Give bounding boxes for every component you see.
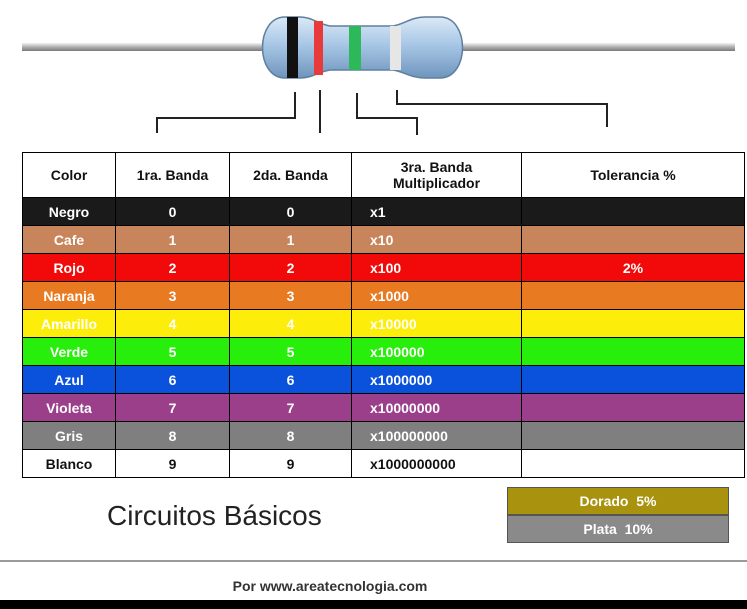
band-silver xyxy=(390,26,401,70)
cell-band1: 4 xyxy=(115,309,230,338)
cell-band2: 3 xyxy=(229,281,352,310)
cell-color: Blanco xyxy=(22,449,116,478)
header-tolerance: Tolerancia % xyxy=(521,152,745,198)
cell-color: Azul xyxy=(22,365,116,394)
cell-tolerance xyxy=(521,365,745,394)
cell-multiplier: x1000 xyxy=(351,281,522,310)
band-pointer-lines xyxy=(156,90,608,135)
cell-band1: 1 xyxy=(115,225,230,254)
cell-band2: 6 xyxy=(229,365,352,394)
cell-band1: 2 xyxy=(115,253,230,282)
cell-tolerance xyxy=(521,309,745,338)
header-color: Color xyxy=(22,152,116,198)
cell-band1: 3 xyxy=(115,281,230,310)
cell-band1: 5 xyxy=(115,337,230,366)
footer-credit: Por www.areatecnologia.com xyxy=(232,578,428,594)
header-multiplier: 3ra. Banda Multiplicador xyxy=(351,152,522,198)
cell-band1: 6 xyxy=(115,365,230,394)
cell-tolerance xyxy=(521,449,745,478)
pointer-line-band1 xyxy=(156,92,296,133)
cell-multiplier: x1000000000 xyxy=(351,449,522,478)
cell-tolerance xyxy=(521,197,745,226)
header-band1: 1ra. Banda xyxy=(115,152,230,198)
header-band3-line2: Multiplicador xyxy=(392,175,481,191)
tolerance-gold-row: Dorado 5% xyxy=(507,487,729,515)
cell-band2: 0 xyxy=(229,197,352,226)
cell-tolerance: 2% xyxy=(521,253,745,282)
pointer-line-band3 xyxy=(356,93,418,135)
cell-color: Amarillo xyxy=(22,309,116,338)
table-header-row: Color 1ra. Banda 2da. Banda 3ra. Banda M… xyxy=(22,152,745,198)
cell-tolerance xyxy=(521,393,745,422)
cell-color: Violeta xyxy=(22,393,116,422)
cell-multiplier: x1000000 xyxy=(351,365,522,394)
cell-band1: 9 xyxy=(115,449,230,478)
cell-color: Rojo xyxy=(22,253,116,282)
cell-band2: 7 xyxy=(229,393,352,422)
cell-multiplier: x100000000 xyxy=(351,421,522,450)
cell-tolerance xyxy=(521,225,745,254)
tolerance-silver-row: Plata 10% xyxy=(507,515,729,543)
divider xyxy=(0,560,747,562)
cell-multiplier: x10000 xyxy=(351,309,522,338)
cell-multiplier: x10 xyxy=(351,225,522,254)
cell-tolerance xyxy=(521,281,745,310)
cell-band1: 8 xyxy=(115,421,230,450)
resistor-illustration xyxy=(22,16,735,135)
cell-band2: 1 xyxy=(229,225,352,254)
band-green xyxy=(349,26,361,70)
cell-band1: 0 xyxy=(115,197,230,226)
cell-color: Verde xyxy=(22,337,116,366)
cell-multiplier: x100000 xyxy=(351,337,522,366)
cell-band2: 8 xyxy=(229,421,352,450)
band-black xyxy=(287,17,298,78)
tolerance-silver-label: Plata 10% xyxy=(583,521,653,537)
cell-band2: 4 xyxy=(229,309,352,338)
header-band3-line1: 3ra. Banda xyxy=(400,159,473,175)
lead-wire-left xyxy=(22,43,262,51)
band-red xyxy=(314,21,323,75)
cell-band1: 7 xyxy=(115,393,230,422)
cell-band2: 2 xyxy=(229,253,352,282)
pointer-line-tolerance xyxy=(396,90,608,127)
cell-multiplier: x10000000 xyxy=(351,393,522,422)
cell-color: Gris xyxy=(22,421,116,450)
cell-color: Naranja xyxy=(22,281,116,310)
resistor-color-table: Color 1ra. Banda 2da. Banda 3ra. Banda M… xyxy=(22,152,745,478)
bottom-bar xyxy=(0,600,747,609)
lead-wire-right xyxy=(455,43,735,51)
cell-color: Negro xyxy=(22,197,116,226)
cell-tolerance xyxy=(521,337,745,366)
cell-color: Cafe xyxy=(22,225,116,254)
cell-multiplier: x1 xyxy=(351,197,522,226)
cell-tolerance xyxy=(521,421,745,450)
cell-band2: 9 xyxy=(229,449,352,478)
cell-band2: 5 xyxy=(229,337,352,366)
header-band2: 2da. Banda xyxy=(229,152,352,198)
cell-multiplier: x100 xyxy=(351,253,522,282)
tolerance-gold-label: Dorado 5% xyxy=(579,493,657,509)
brand-title: Circuitos Básicos xyxy=(107,500,322,531)
